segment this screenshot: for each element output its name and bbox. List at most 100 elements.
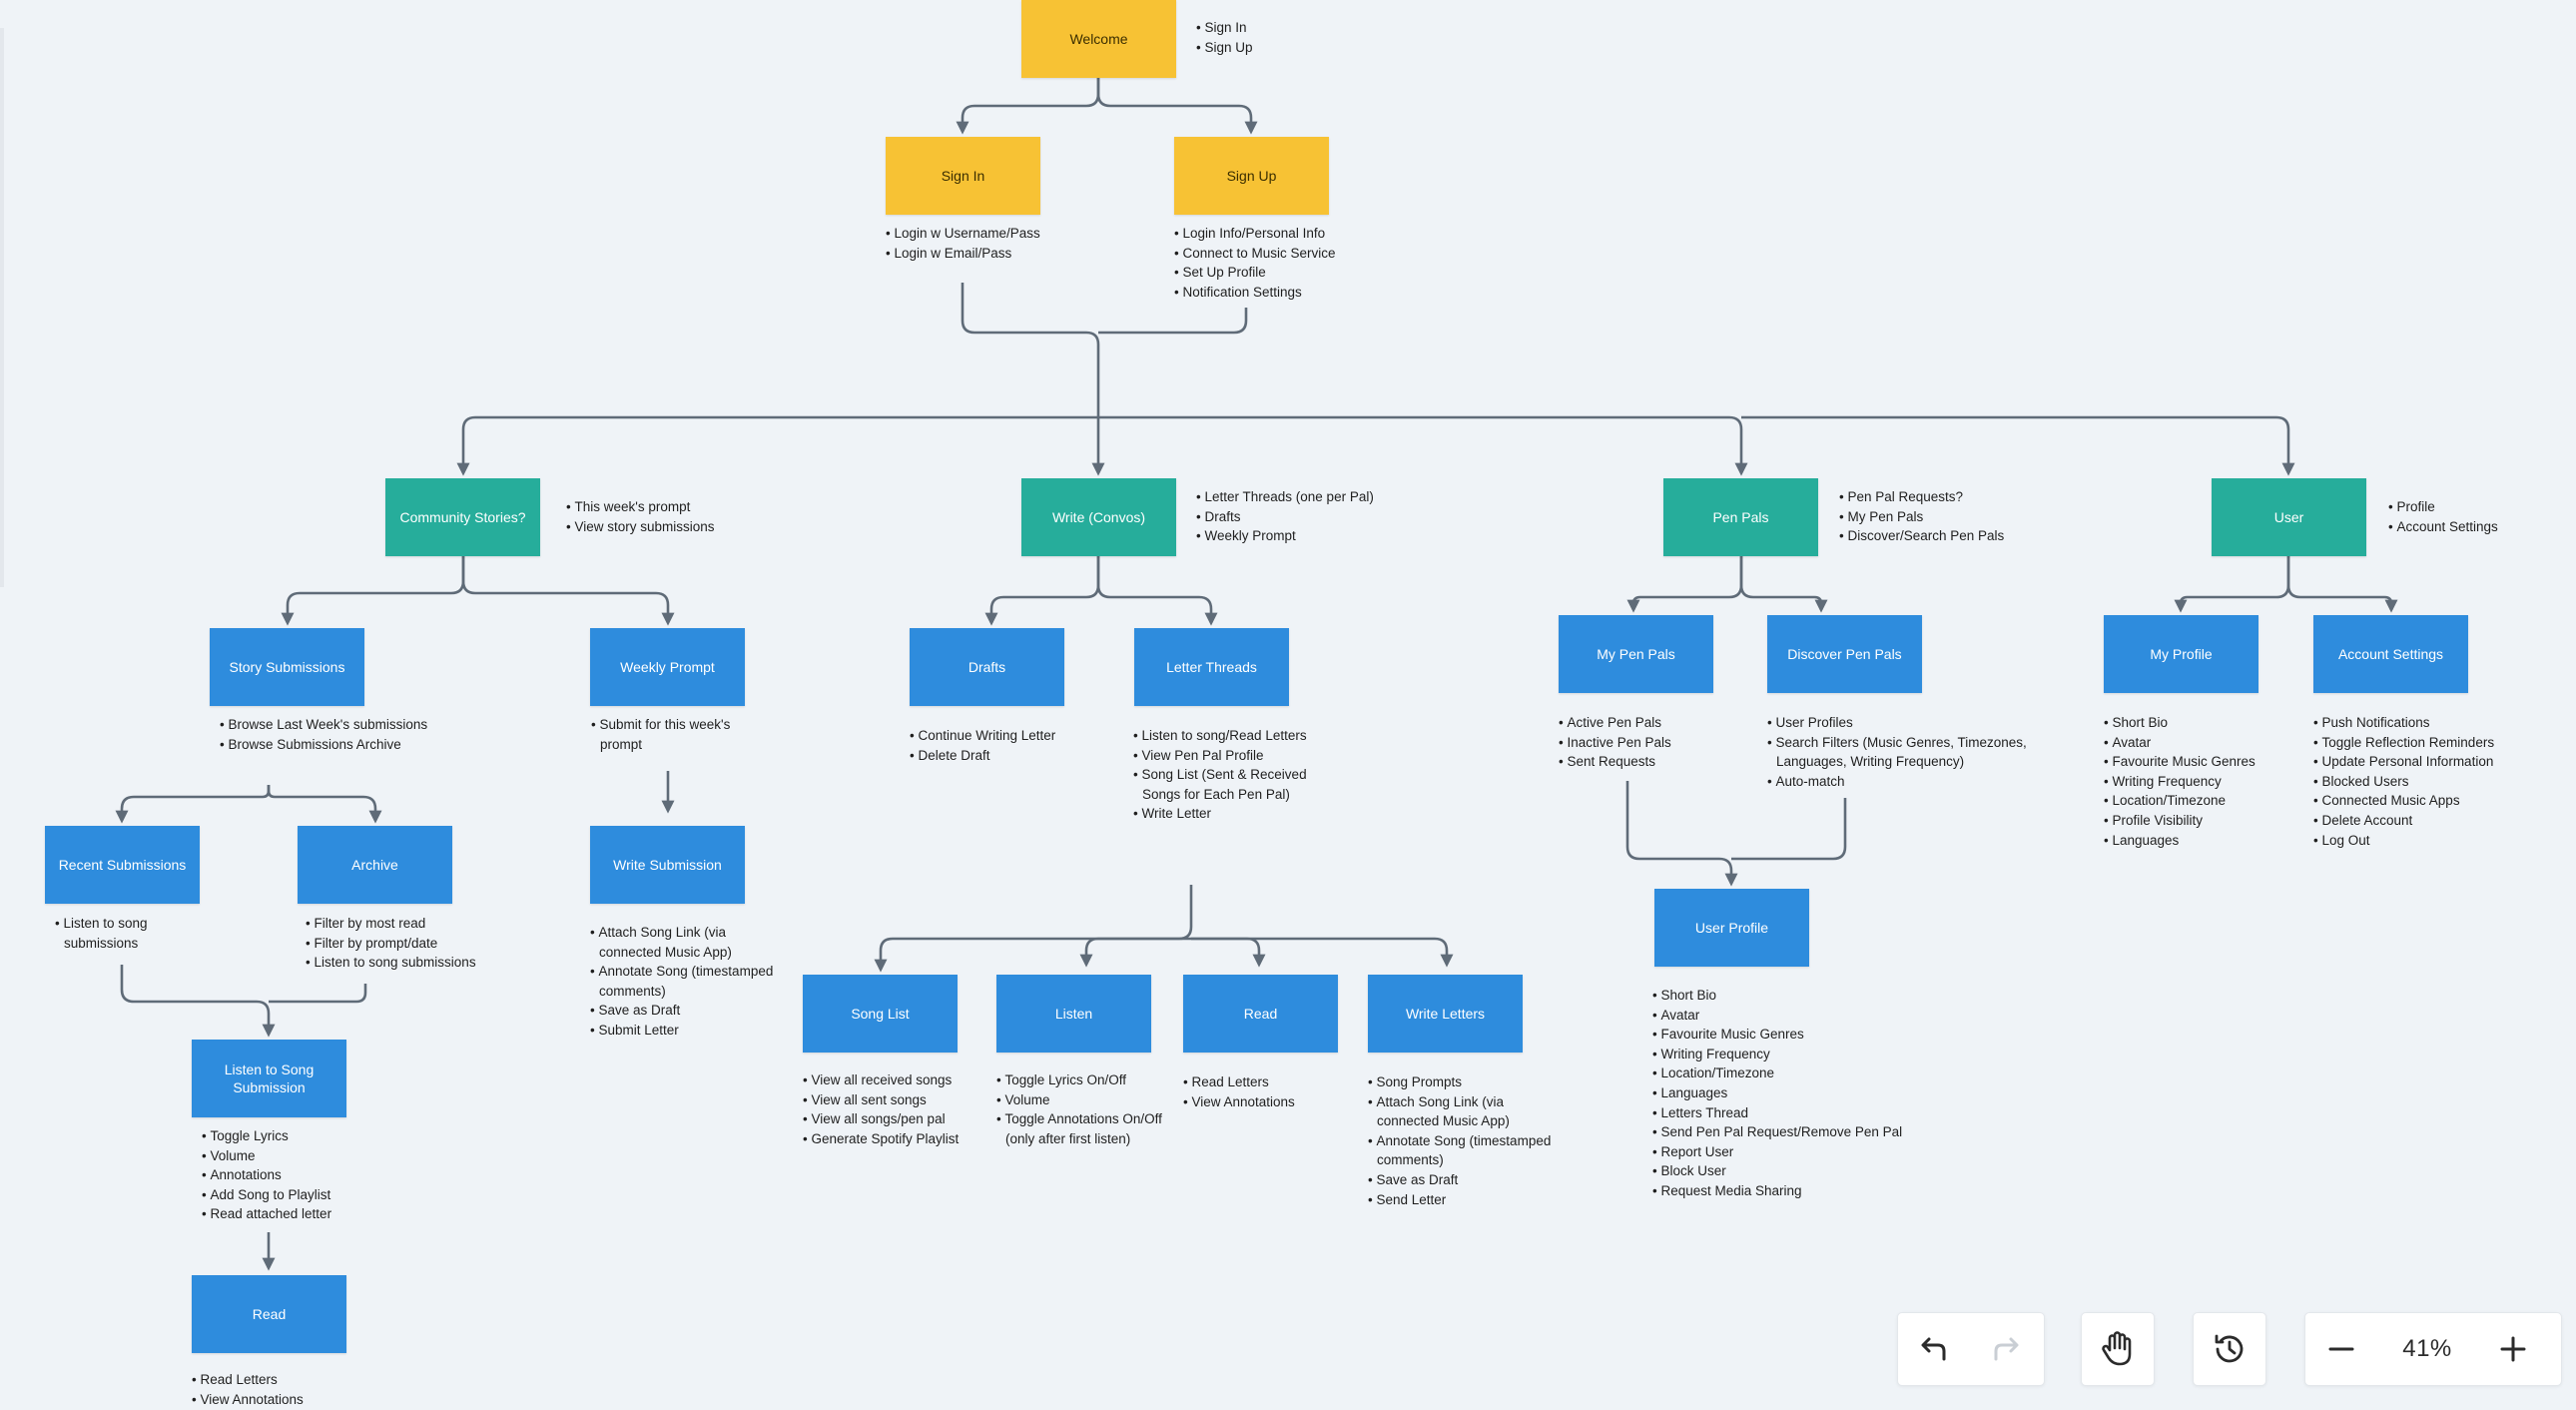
zoom-out-button[interactable] <box>2305 1313 2377 1385</box>
note-item: Auto-match <box>1767 772 2047 792</box>
node-songlist[interactable]: Song List <box>803 975 958 1053</box>
undo-redo-group <box>1897 1312 2045 1386</box>
note-item: Letter Threads (one per Pal) <box>1196 487 1456 507</box>
note-item: View all received songs <box>803 1070 1002 1090</box>
node-welcome[interactable]: Welcome <box>1021 0 1176 78</box>
note-item: Filter by prompt/date <box>306 934 545 954</box>
note-item: Write Letter <box>1133 804 1323 824</box>
zoom-in-button[interactable] <box>2477 1313 2549 1385</box>
note-item: View Annotations <box>1183 1092 1383 1112</box>
note-item: Listen to song submissions <box>55 914 205 953</box>
node-penpals[interactable]: Pen Pals <box>1663 478 1818 556</box>
edge-penpals-mypenpals <box>1626 556 1743 613</box>
note-item: My Pen Pals <box>1839 507 2099 527</box>
note-discover: User ProfilesSearch Filters (Music Genre… <box>1767 713 2047 791</box>
node-archive[interactable]: Archive <box>298 826 452 904</box>
node-writeletters[interactable]: Write Letters <box>1368 975 1523 1053</box>
edge-write-drafts <box>984 556 1100 626</box>
note-penpals: Pen Pal Requests?My Pen PalsDiscover/Sea… <box>1839 487 2099 546</box>
note-item: Continue Writing Letter <box>910 726 1129 746</box>
history-icon <box>2215 1334 2244 1363</box>
note-item: Update Personal Information <box>2313 752 2553 772</box>
undo-button[interactable] <box>1898 1313 1970 1385</box>
note-item: Add Song to Playlist <box>202 1185 441 1205</box>
edge-community-storysub <box>281 556 465 626</box>
note-item: Connected Music Apps <box>2313 791 2553 811</box>
note-item: Listen to song/Read Letters <box>1133 726 1323 746</box>
note-item: Account Settings <box>2388 517 2568 537</box>
node-mypenpals[interactable]: My Pen Pals <box>1559 615 1713 693</box>
node-listensong[interactable]: Listen to Song Submission <box>192 1040 346 1117</box>
note-item: Annotate Song (timestamped comments) <box>590 962 780 1001</box>
note-item: Location/Timezone <box>2104 791 2323 811</box>
note-threads: Listen to song/Read LettersView Pen Pal … <box>1133 726 1323 824</box>
note-storysub: Browse Last Week's submissionsBrowse Sub… <box>220 715 459 754</box>
note-item: Favourite Music Genres <box>2104 752 2323 772</box>
note-item: Active Pen Pals <box>1559 713 1758 733</box>
node-acctsettings[interactable]: Account Settings <box>2313 615 2468 693</box>
note-recent: Listen to song submissions <box>55 914 205 953</box>
edge-threads-writeletters <box>1191 937 1454 968</box>
node-storysub[interactable]: Story Submissions <box>210 628 364 706</box>
node-myprofile[interactable]: My Profile <box>2104 615 2258 693</box>
note-item: Profile <box>2388 497 2568 517</box>
node-userprofile[interactable]: User Profile <box>1654 889 1809 967</box>
note-item: Generate Spotify Playlist <box>803 1129 1002 1149</box>
node-community[interactable]: Community Stories? <box>385 478 540 556</box>
note-item: Connect to Music Service <box>1174 244 1434 264</box>
note-item: User Profiles <box>1767 713 2047 733</box>
note-item: Read Letters <box>1183 1072 1383 1092</box>
note-item: Toggle Lyrics <box>202 1126 441 1146</box>
history-button[interactable] <box>2194 1313 2265 1385</box>
note-item: Login w Username/Pass <box>886 224 1125 244</box>
note-item: Sign Up <box>1196 38 1336 58</box>
node-signup[interactable]: Sign Up <box>1174 137 1329 215</box>
node-readm[interactable]: Read <box>1183 975 1338 1053</box>
note-item: Submit for this week's prompt <box>591 715 761 754</box>
note-item: Block User <box>1652 1161 1912 1181</box>
edge-user-myprofile <box>2174 556 2290 613</box>
note-item: Short Bio <box>1652 986 1912 1006</box>
note-item: Toggle Lyrics On/Off <box>996 1070 1181 1090</box>
redo-button[interactable] <box>1970 1313 2042 1385</box>
note-item: Save as Draft <box>590 1001 780 1021</box>
node-weekly[interactable]: Weekly Prompt <box>590 628 745 706</box>
plus-icon <box>2500 1336 2526 1362</box>
note-item: Writing Frequency <box>2104 772 2323 792</box>
note-write: Letter Threads (one per Pal)DraftsWeekly… <box>1196 487 1456 546</box>
note-item: Toggle Reflection Reminders <box>2313 733 2553 753</box>
note-weekly: Submit for this week's prompt <box>591 715 761 754</box>
note-songlist: View all received songsView all sent son… <box>803 1070 1002 1148</box>
note-item: View Annotations <box>192 1390 431 1410</box>
node-recent[interactable]: Recent Submissions <box>45 826 200 904</box>
note-item: Volume <box>996 1090 1181 1110</box>
note-item: Send Letter <box>1368 1190 1568 1210</box>
note-item: Weekly Prompt <box>1196 526 1456 546</box>
note-acctsettings: Push NotificationsToggle Reflection Remi… <box>2313 713 2553 850</box>
note-item: Push Notifications <box>2313 713 2553 733</box>
note-item: View all songs/pen pal <box>803 1109 1002 1129</box>
note-item: Location/Timezone <box>1652 1063 1912 1083</box>
note-item: Read Letters <box>192 1370 431 1390</box>
edge-community-weekly <box>461 556 675 626</box>
note-readl: Read LettersView Annotations <box>192 1370 431 1409</box>
note-item: Avatar <box>1652 1006 1912 1026</box>
node-threads[interactable]: Letter Threads <box>1134 628 1289 706</box>
node-signin[interactable]: Sign In <box>886 137 1040 215</box>
edge-welcome-signup <box>1096 78 1258 135</box>
node-discover[interactable]: Discover Pen Pals <box>1767 615 1922 693</box>
node-drafts[interactable]: Drafts <box>910 628 1064 706</box>
node-write[interactable]: Write (Convos) <box>1021 478 1176 556</box>
node-listen[interactable]: Listen <box>996 975 1151 1053</box>
node-readl[interactable]: Read <box>192 1275 346 1353</box>
note-item: Attach Song Link (via connected Music Ap… <box>590 923 780 962</box>
node-user[interactable]: User <box>2212 478 2366 556</box>
pan-group <box>2081 1312 2155 1386</box>
note-item: View all sent songs <box>803 1090 1002 1110</box>
note-item: Login Info/Personal Info <box>1174 224 1434 244</box>
note-item: Save as Draft <box>1368 1170 1568 1190</box>
node-writesub[interactable]: Write Submission <box>590 826 745 904</box>
pan-button[interactable] <box>2082 1313 2154 1385</box>
